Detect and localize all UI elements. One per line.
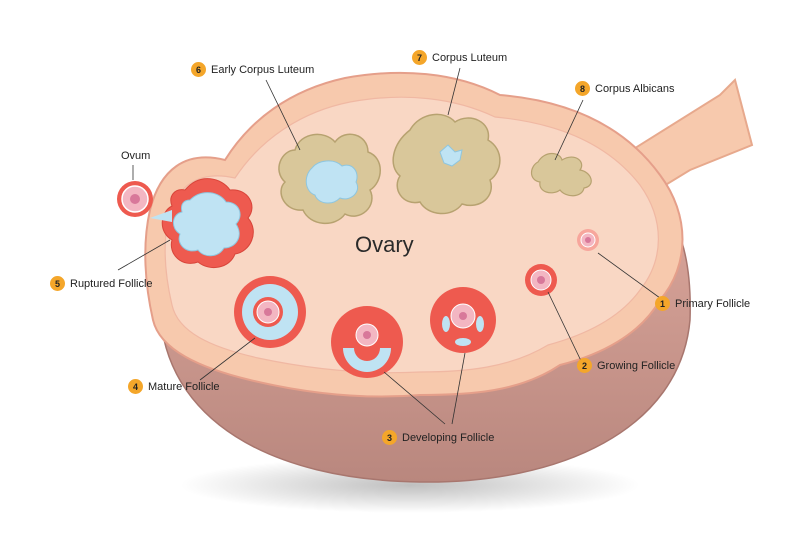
label-text: Mature Follicle (148, 380, 220, 393)
label-mature-follicle: 4 Mature Follicle (128, 379, 220, 394)
badge-6: 6 (191, 62, 206, 77)
ruptured-follicle (150, 178, 254, 269)
label-ovum: Ovum (121, 150, 150, 162)
label-primary-follicle: 1 Primary Follicle (655, 296, 750, 311)
badge-5: 5 (50, 276, 65, 291)
label-growing-follicle: 2 Growing Follicle (577, 358, 675, 373)
leader-lines (117, 67, 661, 425)
label-text: Primary Follicle (675, 297, 751, 310)
badge-8: 8 (575, 81, 590, 96)
corpus-luteum (392, 113, 501, 215)
label-corpus-albicans: 8 Corpus Albicans (575, 81, 675, 96)
label-text: Ruptured Follicle (70, 277, 153, 290)
badge-7: 7 (412, 50, 427, 65)
growing-follicle (525, 264, 557, 296)
label-ruptured-follicle: 5 Ruptured Follicle (50, 276, 153, 291)
badge-2: 2 (577, 358, 592, 373)
ovum-text: Ovum (121, 150, 151, 162)
badge-1: 1 (655, 296, 670, 311)
label-early-corpus-luteum: 6 Early Corpus Luteum (191, 62, 314, 77)
ovum (117, 181, 153, 217)
label-developing-follicle: 3 Developing Follicle (382, 430, 494, 445)
early-corpus-luteum (278, 133, 381, 224)
label-text: Developing Follicle (402, 431, 495, 444)
label-text: Early Corpus Luteum (211, 63, 315, 76)
developing-follicle-a (331, 306, 403, 378)
label-text: Growing Follicle (597, 359, 676, 372)
developing-follicle-b (430, 287, 496, 353)
diagram-title: Ovary (355, 232, 414, 257)
label-text: Corpus Luteum (432, 51, 508, 64)
label-corpus-luteum: 7 Corpus Luteum (412, 50, 507, 65)
badge-4: 4 (128, 379, 143, 394)
corpus-albicans (530, 152, 592, 197)
mature-follicle (234, 276, 306, 348)
label-text: Corpus Albicans (595, 82, 675, 95)
badge-3: 3 (382, 430, 397, 445)
primary-follicle (577, 229, 599, 251)
